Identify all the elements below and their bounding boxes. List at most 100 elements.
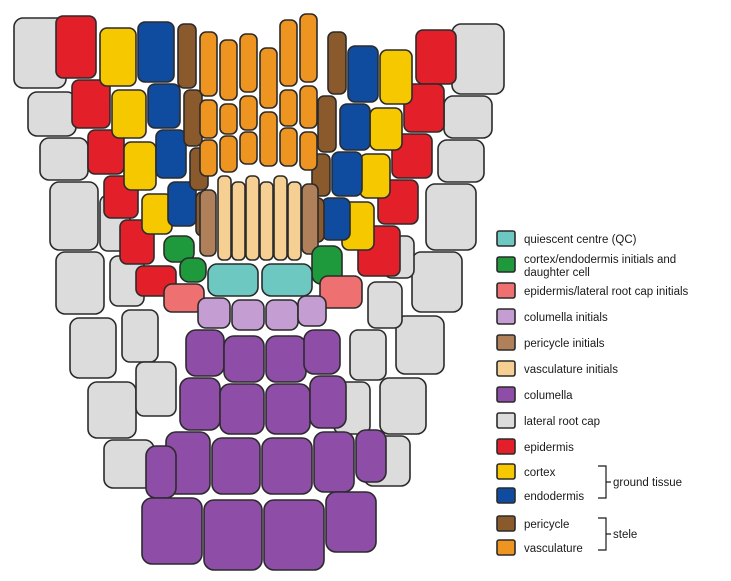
cortex-cell [124, 142, 156, 190]
vasculature-cell [200, 140, 217, 176]
endodermis-cell [348, 46, 378, 102]
swatch-columella [497, 387, 515, 402]
columella-cell [314, 432, 354, 492]
cortex-cell [380, 50, 412, 104]
vasculature-cell [240, 34, 257, 92]
vasculature-cell [300, 86, 317, 128]
quiescent-centre-cell [262, 264, 312, 296]
endodermis-cell [332, 152, 362, 196]
legend-label-endodermis: endodermis [524, 491, 584, 503]
columella-cell [326, 492, 376, 552]
cortex-cell [100, 28, 136, 86]
vasculature-cell [240, 96, 257, 130]
lateral-root-cap-cell [122, 310, 158, 362]
columella-cell [264, 500, 324, 570]
legend-label-columella: columella [524, 390, 573, 402]
lateral-root-cap-cell [40, 138, 88, 180]
legend-label-epidermis-lrc-initials: epidermis/lateral root cap initials [524, 286, 689, 298]
lateral-root-cap-cell [396, 316, 444, 374]
legend-label-pericycle-initials: pericycle initials [524, 338, 605, 350]
vasculature-initial-cell [218, 176, 231, 260]
vasculature-cell [220, 104, 237, 134]
cortex-cell [370, 108, 402, 150]
legend-label-columella-initials: columella initials [524, 312, 608, 324]
lateral-root-cap-cell [380, 378, 426, 434]
vasculature-cell [220, 136, 237, 172]
legend-label-cortex: cortex [524, 467, 556, 479]
columella-cell [266, 384, 310, 434]
columella-cell [356, 430, 386, 482]
swatch-epidermis-lrc-initials [497, 283, 515, 298]
legend-label-lateral-root-cap: lateral root cap [524, 416, 600, 428]
columella-initial-cell [298, 296, 326, 326]
pericycle-cell [178, 24, 196, 88]
cortex-cell [360, 154, 390, 198]
legend-label-epidermis: epidermis [524, 442, 574, 454]
vasculature-cell [280, 90, 297, 126]
cortex-endodermis-initial-cell [180, 258, 206, 282]
columella-cell [186, 330, 224, 376]
swatch-cortex-endodermis-initials [497, 257, 515, 272]
vasculature-cell [300, 132, 317, 170]
columella-initial-cell [232, 300, 264, 330]
swatch-quiescent-centre [497, 231, 515, 246]
swatch-vasculature-initials [497, 361, 515, 376]
swatch-pericycle [497, 516, 515, 531]
pericycle-cell [318, 96, 336, 152]
lateral-root-cap-cell [444, 96, 492, 138]
epidermis-cell [56, 16, 96, 78]
legend: quiescent centre (QC) cortex/endodermis … [497, 231, 689, 555]
vasculature-cell [280, 20, 297, 86]
swatch-lateral-root-cap [497, 413, 515, 428]
lateral-root-cap-cell [350, 330, 386, 380]
lateral-root-cap-cell [368, 282, 402, 328]
ground-tissue-label: ground tissue [613, 477, 682, 489]
vasculature-cell [280, 128, 297, 166]
lateral-root-cap-cell [136, 362, 176, 416]
columella-cell [310, 376, 346, 428]
columella-cell [266, 336, 306, 382]
columella-cell [212, 438, 260, 494]
columella-cell [146, 446, 176, 498]
legend-label-vasculature: vasculature [524, 543, 583, 555]
pericycle-initial-cell [200, 190, 216, 256]
lateral-root-cap-cell [452, 24, 504, 94]
vasculature-cell [260, 48, 277, 108]
columella-cell [180, 378, 220, 430]
columella-cell [142, 498, 202, 564]
pericycle-cell [328, 32, 346, 94]
quiescent-centre-cell [208, 264, 258, 296]
columella-cell [304, 330, 340, 374]
swatch-endodermis [497, 488, 515, 503]
swatch-columella-initials [497, 309, 515, 324]
vasculature-cell [200, 100, 217, 138]
columella-cell [262, 438, 312, 494]
vasculature-cell [200, 32, 217, 96]
endodermis-cell [156, 130, 186, 178]
root-cells [14, 14, 504, 570]
pericycle-initial-cell [302, 184, 318, 254]
swatch-vasculature [497, 540, 515, 555]
vasculature-initial-cell [260, 182, 273, 260]
stele-bracket [598, 518, 611, 550]
legend-label-pericycle: pericycle [524, 519, 569, 531]
columella-initial-cell [198, 298, 230, 328]
legend-label-vasculature-initials: vasculature initials [524, 364, 618, 376]
endodermis-cell [148, 84, 180, 128]
cortex-cell [112, 90, 146, 138]
vasculature-cell [220, 40, 237, 100]
legend-label-quiescent-centre: quiescent centre (QC) [524, 234, 637, 246]
stele-label: stele [613, 529, 637, 541]
columella-cell [220, 384, 264, 434]
vasculature-initial-cell [232, 182, 245, 260]
lateral-root-cap-cell [70, 318, 116, 378]
vasculature-cell [240, 132, 257, 164]
columella-cell [224, 336, 264, 382]
lateral-root-cap-cell [438, 140, 484, 182]
lateral-root-cap-cell [426, 184, 476, 250]
vasculature-initial-cell [288, 182, 301, 260]
legend-label-cortex-endodermis-initials: cortex/endodermis initials and [524, 254, 676, 266]
swatch-cortex [497, 464, 515, 479]
columella-cell [204, 500, 262, 570]
